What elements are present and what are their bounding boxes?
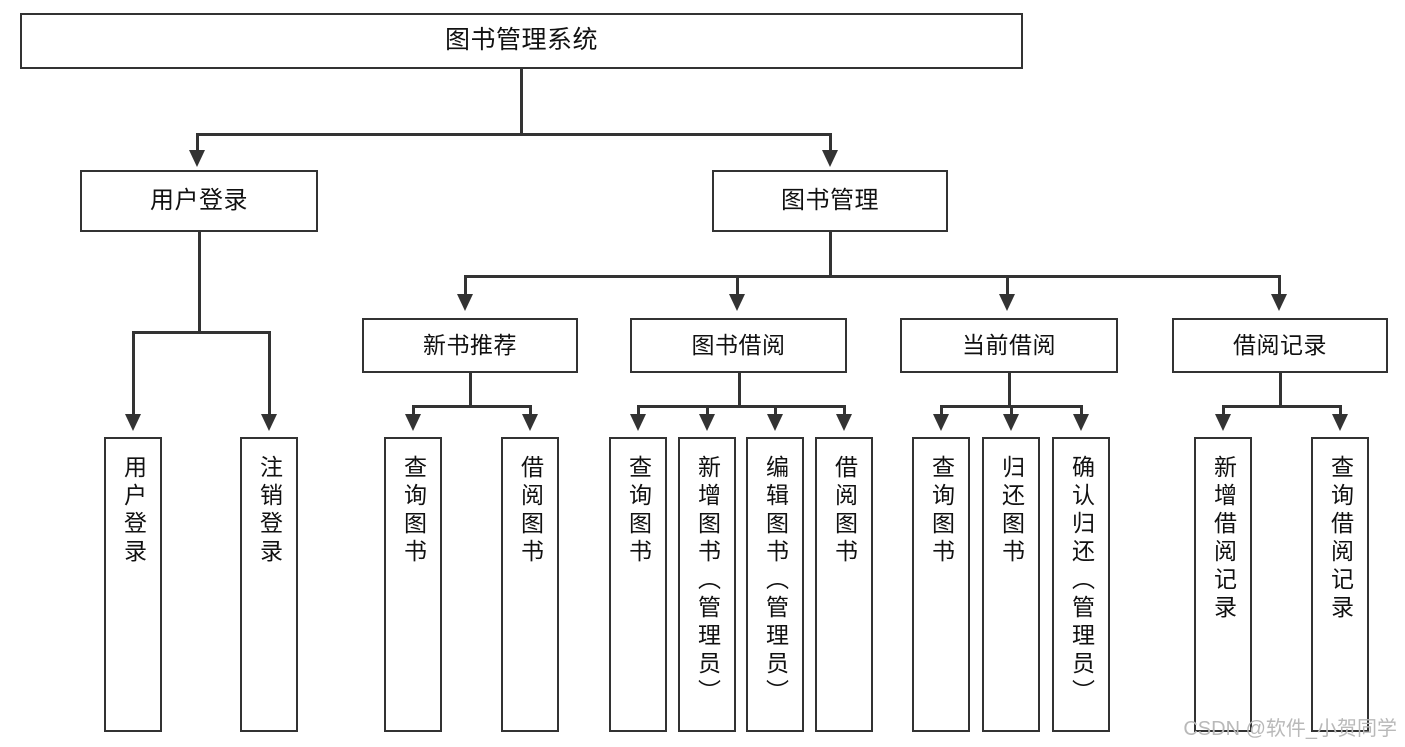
node-label: 编辑图书（管理员） bbox=[762, 455, 789, 707]
arrow-book-borrow-to-leaf1 bbox=[630, 414, 646, 431]
node-label: 查询图书 bbox=[928, 455, 955, 567]
node-borrow-record[interactable]: 借阅记录 bbox=[1172, 318, 1388, 373]
edge-root-to-user-login bbox=[196, 133, 199, 155]
edge-root-bus bbox=[196, 133, 832, 136]
node-leaf-borrow-book-recommend[interactable]: 借阅图书 bbox=[501, 437, 559, 732]
edge-book-borrow-stem bbox=[738, 373, 741, 407]
node-book-borrow[interactable]: 图书借阅 bbox=[630, 318, 847, 373]
node-leaf-query-book-borrow[interactable]: 查询图书 bbox=[609, 437, 667, 732]
node-leaf-query-book-recommend[interactable]: 查询图书 bbox=[384, 437, 442, 732]
edge-user-login-to-leaf2 bbox=[268, 331, 271, 417]
node-label: 借阅图书 bbox=[517, 455, 544, 567]
node-book-management[interactable]: 图书管理 bbox=[712, 170, 948, 232]
node-new-book-recommend[interactable]: 新书推荐 bbox=[362, 318, 578, 373]
arrow-current-borrow-to-leaf3 bbox=[1073, 414, 1089, 431]
arrow-user-login-to-leaf1 bbox=[125, 414, 141, 431]
node-leaf-return-book[interactable]: 归还图书 bbox=[982, 437, 1040, 732]
node-root-book-management-system[interactable]: 图书管理系统 bbox=[20, 13, 1023, 69]
node-label: 图书管理 bbox=[781, 186, 879, 214]
edge-book-borrow-to-leaf2 bbox=[706, 405, 709, 417]
edge-current-borrow-to-leaf2 bbox=[1010, 405, 1013, 417]
node-leaf-logout-login[interactable]: 注销登录 bbox=[240, 437, 298, 732]
node-label: 注销登录 bbox=[256, 455, 283, 567]
edge-book-borrow-to-leaf3 bbox=[774, 405, 777, 417]
arrow-book-manage-to-new-book bbox=[457, 294, 473, 311]
node-label: 查询图书 bbox=[400, 455, 427, 567]
edge-new-book-to-leaf1 bbox=[412, 405, 415, 417]
node-label: 新增图书（管理员） bbox=[694, 455, 721, 707]
edge-current-borrow-to-leaf1 bbox=[940, 405, 943, 417]
arrow-book-manage-to-current-borrow bbox=[999, 294, 1015, 311]
edge-book-manage-to-book-borrow bbox=[736, 275, 739, 297]
edge-book-borrow-to-leaf4 bbox=[843, 405, 846, 417]
edge-borrow-record-bus bbox=[1222, 405, 1339, 408]
edge-borrow-record-to-leaf2 bbox=[1339, 405, 1342, 417]
arrow-book-borrow-to-leaf4 bbox=[836, 414, 852, 431]
edge-user-login-stem bbox=[198, 232, 201, 333]
node-leaf-borrow-book[interactable]: 借阅图书 bbox=[815, 437, 873, 732]
arrow-book-borrow-to-leaf2 bbox=[699, 414, 715, 431]
edge-book-manage-stem bbox=[829, 232, 832, 277]
edge-book-borrow-bus bbox=[637, 405, 845, 408]
watermark-text: CSDN @软件_小贺同学 bbox=[1183, 718, 1397, 740]
node-label: 确认归还（管理员） bbox=[1068, 455, 1095, 707]
edge-root-stem bbox=[520, 69, 523, 134]
node-label: 用户登录 bbox=[120, 455, 147, 567]
node-leaf-user-login[interactable]: 用户登录 bbox=[104, 437, 162, 732]
node-label: 图书管理系统 bbox=[444, 26, 598, 55]
edge-new-book-bus bbox=[412, 405, 529, 408]
arrow-new-book-to-leaf2 bbox=[522, 414, 538, 431]
node-label: 借阅图书 bbox=[831, 455, 858, 567]
node-current-borrow[interactable]: 当前借阅 bbox=[900, 318, 1118, 373]
edge-book-manage-to-current-borrow bbox=[1006, 275, 1009, 297]
edge-book-manage-bus bbox=[464, 275, 1280, 278]
arrow-book-manage-to-borrow-record bbox=[1271, 294, 1287, 311]
node-label: 新增借阅记录 bbox=[1210, 455, 1237, 623]
edge-book-borrow-to-leaf1 bbox=[637, 405, 640, 417]
node-leaf-confirm-return[interactable]: 确认归还（管理员） bbox=[1052, 437, 1110, 732]
arrow-root-to-user-login bbox=[189, 150, 205, 167]
edge-new-book-stem bbox=[469, 373, 472, 407]
edge-user-login-to-leaf1 bbox=[132, 331, 135, 417]
node-leaf-query-book-current[interactable]: 查询图书 bbox=[912, 437, 970, 732]
arrow-book-borrow-to-leaf3 bbox=[767, 414, 783, 431]
node-label: 归还图书 bbox=[998, 455, 1025, 567]
node-label: 查询借阅记录 bbox=[1327, 455, 1354, 623]
node-leaf-query-borrow-record[interactable]: 查询借阅记录 bbox=[1311, 437, 1369, 732]
arrow-user-login-to-leaf2 bbox=[261, 414, 277, 431]
edge-root-to-book-manage bbox=[829, 133, 832, 155]
arrow-current-borrow-to-leaf1 bbox=[933, 414, 949, 431]
node-leaf-add-book[interactable]: 新增图书（管理员） bbox=[678, 437, 736, 732]
node-leaf-edit-book[interactable]: 编辑图书（管理员） bbox=[746, 437, 804, 732]
arrow-new-book-to-leaf1 bbox=[405, 414, 421, 431]
edge-current-borrow-stem bbox=[1008, 373, 1011, 407]
arrow-book-manage-to-book-borrow bbox=[729, 294, 745, 311]
arrow-borrow-record-to-leaf2 bbox=[1332, 414, 1348, 431]
edge-book-manage-to-new-book bbox=[464, 275, 467, 297]
edge-borrow-record-to-leaf1 bbox=[1222, 405, 1225, 417]
edge-borrow-record-stem bbox=[1279, 373, 1282, 407]
arrow-root-to-book-manage bbox=[822, 150, 838, 167]
node-user-login[interactable]: 用户登录 bbox=[80, 170, 318, 232]
edge-new-book-to-leaf2 bbox=[529, 405, 532, 417]
edge-user-login-bus bbox=[132, 331, 268, 334]
node-label: 借阅记录 bbox=[1233, 331, 1327, 358]
node-label: 查询图书 bbox=[625, 455, 652, 567]
arrow-borrow-record-to-leaf1 bbox=[1215, 414, 1231, 431]
node-label: 新书推荐 bbox=[423, 331, 517, 358]
arrow-current-borrow-to-leaf2 bbox=[1003, 414, 1019, 431]
node-label: 用户登录 bbox=[150, 186, 248, 214]
node-leaf-add-borrow-record[interactable]: 新增借阅记录 bbox=[1194, 437, 1252, 732]
edge-book-manage-to-borrow-record bbox=[1278, 275, 1281, 297]
edge-current-borrow-to-leaf3 bbox=[1080, 405, 1083, 417]
node-label: 图书借阅 bbox=[691, 331, 786, 358]
node-label: 当前借阅 bbox=[962, 331, 1056, 358]
